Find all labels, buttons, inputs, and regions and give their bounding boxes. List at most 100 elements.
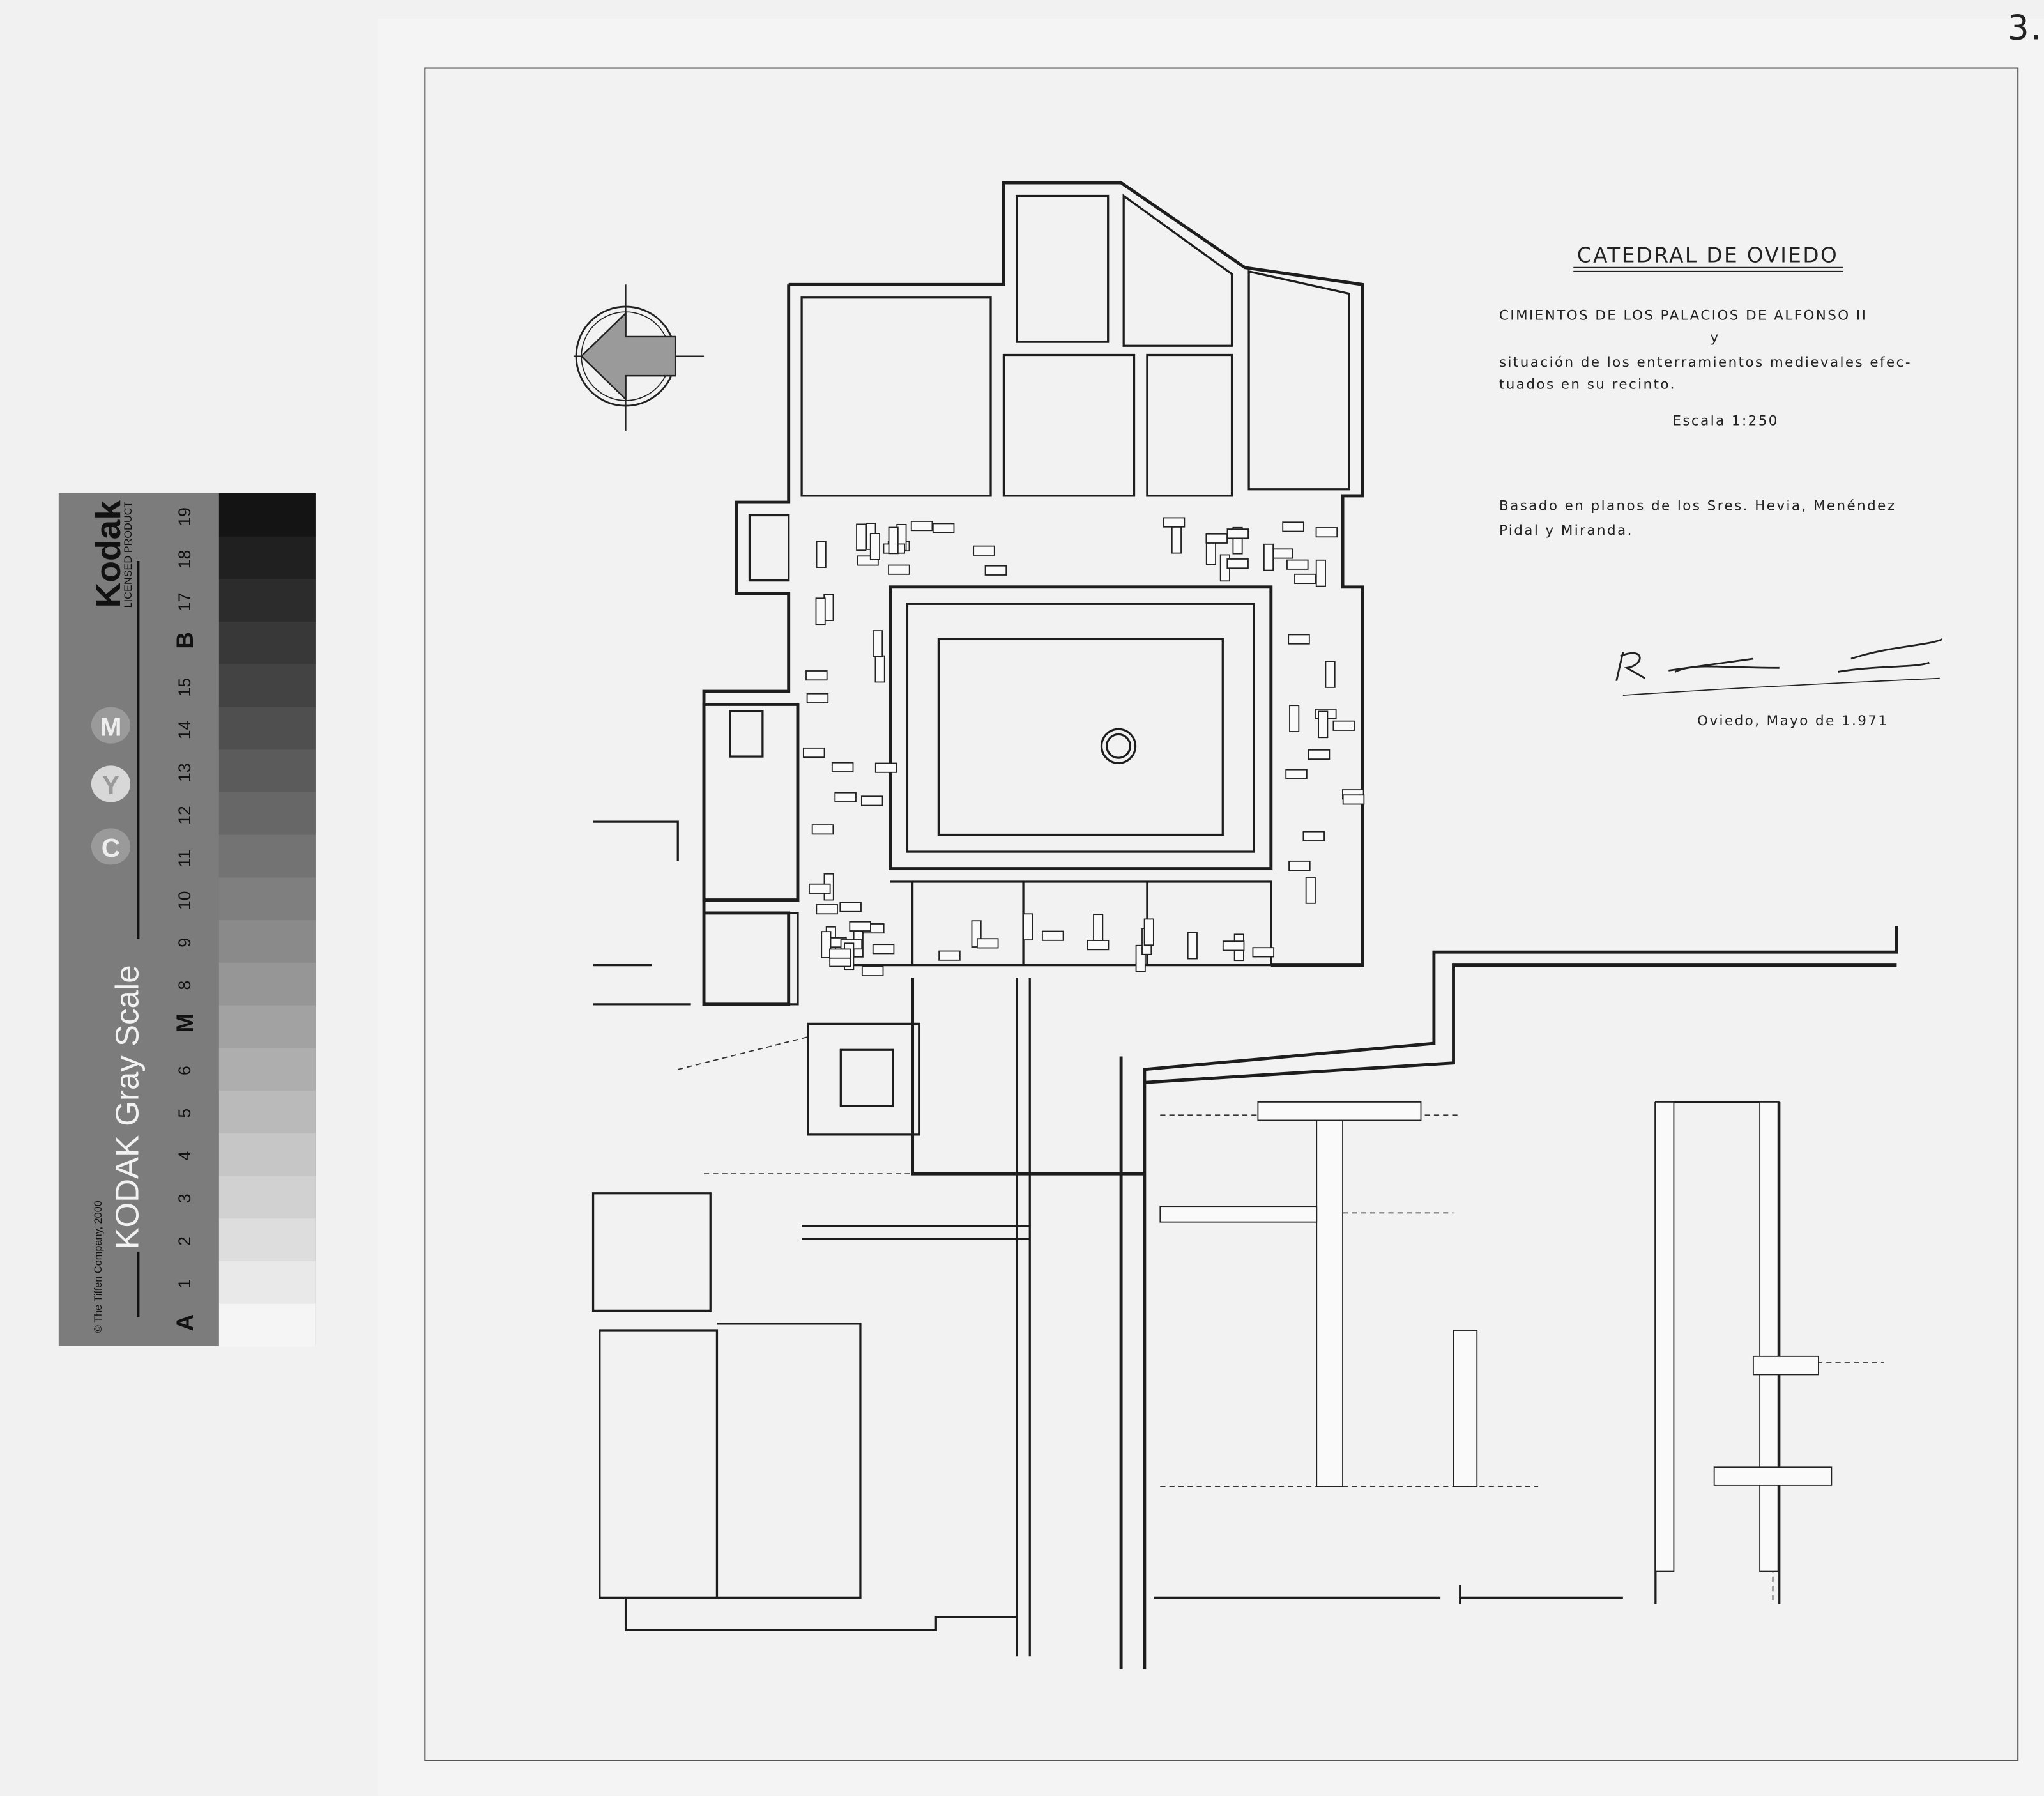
page-number: 3. [2008, 8, 2043, 48]
burial-mark [1226, 528, 1249, 539]
burial-mark [1332, 720, 1355, 731]
burial-mark [856, 523, 867, 551]
scale-label: Escala 1:250 [1672, 413, 1779, 429]
burial-mark [1318, 710, 1329, 739]
gray-patch-13 [218, 749, 316, 792]
burial-mark [806, 693, 829, 703]
burial-mark [834, 792, 857, 802]
subtitle-conjunction: y [1711, 330, 1720, 346]
gray-patch-12 [218, 791, 316, 835]
burial-mark [888, 526, 899, 555]
patch-label: 11 [175, 850, 194, 868]
burial-mark [1171, 526, 1182, 554]
burial-mark [1315, 527, 1338, 538]
burial-mark [802, 747, 825, 758]
gray-patch-B [218, 621, 316, 664]
patch-label: B [172, 632, 198, 649]
patch-label: 15 [175, 678, 194, 697]
burial-mark [1308, 749, 1331, 760]
burial-mark [861, 965, 884, 976]
burial-mark [932, 523, 955, 533]
patch-label: 18 [175, 550, 194, 569]
burial-mark [839, 902, 862, 912]
burial-mark [976, 938, 999, 949]
burial-mark [1288, 860, 1311, 871]
based-on-line2: Pidal y Miranda. [1499, 523, 1633, 539]
patch-label: M [172, 1013, 198, 1033]
burial-mark [1143, 918, 1154, 946]
burial-mark [984, 565, 1007, 576]
patch-label: 3 [175, 1193, 194, 1203]
burial-mark [1282, 521, 1304, 532]
gray-patches [218, 493, 316, 1347]
title-block: CATEDRAL DE OVIEDO CIMIENTOS DE LOS PALA… [1499, 243, 1943, 729]
burial-mark [805, 670, 828, 681]
gray-patch-14 [218, 706, 316, 750]
burials [802, 517, 1365, 976]
burial-mark [1222, 940, 1245, 951]
burial-mark [1093, 914, 1104, 941]
gray-patch-11 [218, 834, 316, 878]
gray-patch-19 [218, 493, 316, 537]
dot-c: C [102, 833, 120, 863]
burial-mark [973, 545, 995, 556]
cloister-courtyard [889, 585, 1273, 871]
burial-mark [1294, 573, 1316, 585]
burial-mark [1289, 705, 1300, 732]
gray-patch-8 [218, 962, 316, 1006]
patch-label: 17 [175, 593, 194, 612]
gray-patch-17 [218, 578, 316, 622]
gray-patch-4 [218, 1132, 316, 1176]
gray-scale-title: KODAK Gray Scale [109, 965, 145, 1249]
burial-mark [849, 921, 871, 932]
burial-mark [1023, 913, 1033, 941]
burial-mark [872, 944, 895, 955]
patch-label: 1 [175, 1279, 194, 1289]
burial-mark [829, 948, 851, 959]
burial-mark [1041, 930, 1064, 941]
patch-label: 13 [175, 763, 194, 782]
plan-title: CATEDRAL DE OVIEDO [1577, 243, 1838, 268]
patch-label: 2 [175, 1236, 194, 1246]
floor-plan [591, 181, 1898, 1669]
burial-mark [1205, 533, 1228, 544]
gray-patch-9 [218, 919, 316, 963]
gray-patch-3 [218, 1175, 316, 1219]
subtitle-line1: CIMIENTOS DE LOS PALACIOS DE ALFONSO II [1499, 307, 1867, 323]
patch-label: 9 [175, 938, 194, 948]
signature [1615, 638, 1943, 696]
north-arrow-icon [573, 284, 705, 431]
burial-mark [874, 762, 897, 773]
subtitle-line2: situación de los enterramientos medieval… [1499, 355, 1912, 371]
burial-mark [938, 950, 961, 961]
burial-mark [831, 762, 854, 772]
burial-mark [874, 655, 885, 683]
dot-m: M [100, 712, 121, 741]
burial-mark [1270, 548, 1293, 559]
patch-label: 14 [175, 721, 194, 740]
copyright-label: © The Tiffen Company, 2000 [93, 1201, 104, 1333]
patch-label: A [172, 1314, 198, 1332]
burial-mark [1087, 940, 1110, 951]
patch-label: 5 [175, 1109, 194, 1118]
burial-mark [873, 630, 883, 657]
gray-patch-10 [218, 877, 316, 921]
dot-y: Y [102, 771, 119, 800]
burial-mark [1285, 769, 1308, 779]
burial-mark [816, 541, 827, 568]
licensed-product-label: LICENSED PRODUCT [123, 502, 134, 608]
patch-label: 12 [175, 806, 194, 825]
gray-patch-M [218, 1004, 316, 1048]
cym-dots: C Y M [91, 707, 131, 865]
kodak-logo: Kodak [88, 500, 128, 608]
patch-label: 8 [175, 981, 194, 990]
burial-mark [1325, 661, 1336, 688]
patch-label: 6 [175, 1066, 194, 1075]
gray-patch-5 [218, 1090, 316, 1133]
gray-patch-2 [218, 1218, 316, 1262]
gray-patch-15 [218, 663, 316, 707]
burial-mark [816, 904, 838, 915]
burial-mark [1187, 932, 1198, 960]
